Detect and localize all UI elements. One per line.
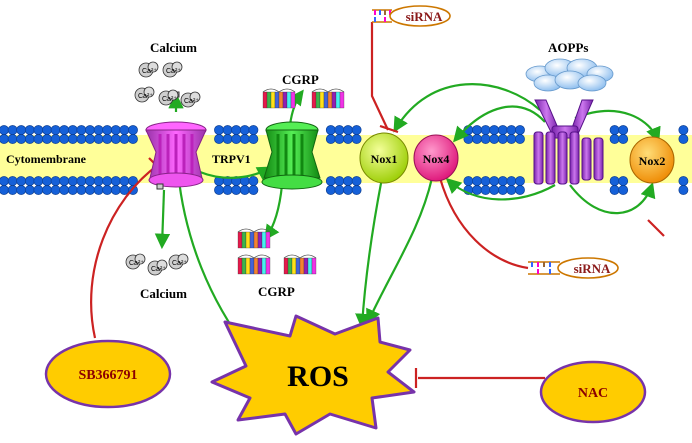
arrow-trpv1-to-cgrp-channel xyxy=(199,166,273,181)
ion-symbol: Ca²⁺ xyxy=(138,93,153,100)
cgrp-peptides-top xyxy=(262,88,345,109)
ion-symbol: Ca²⁺ xyxy=(151,266,166,273)
nac-label: NAC xyxy=(578,386,608,401)
arrow-aopps-to-nox1 xyxy=(393,83,541,133)
sb366791-oval: SB366791 xyxy=(44,339,172,409)
nox1-enzyme: Nox1 xyxy=(359,132,409,184)
lipid-heads xyxy=(0,125,689,195)
nox4-enzyme: Nox4 xyxy=(413,134,459,182)
aopps-label: AOPPs xyxy=(548,40,588,55)
arrow-receptor-to-nox2-loop xyxy=(569,182,656,215)
calcium-top-label: Calcium xyxy=(150,40,197,55)
nox1-label: Nox1 xyxy=(371,152,398,166)
sirna-top: siRNA xyxy=(372,5,451,27)
ion-symbol: Ca²⁺ xyxy=(142,68,157,75)
arrow-receptor-to-nox4-loop xyxy=(445,177,556,201)
arrow-aopps-to-nox4 xyxy=(452,105,546,143)
cytomembrane-label: Cytomembrane xyxy=(6,152,87,166)
inhibit-sirna-nox4 xyxy=(438,177,529,270)
nac-oval: NAC xyxy=(539,360,647,424)
activation-arrows xyxy=(154,83,661,351)
arrow-receptor-to-nox2 xyxy=(574,109,661,143)
ros-label: ROS xyxy=(287,360,349,393)
inhibit-mark-nox2-loop xyxy=(647,219,665,237)
ion-symbol: Ca²⁺ xyxy=(129,260,144,267)
trpv1-channel xyxy=(145,91,207,190)
inhibit-sb366791-trpv1 xyxy=(90,164,159,339)
ion-symbol: Ca²⁺ xyxy=(172,260,187,267)
ion-symbol: Ca²⁺ xyxy=(162,96,177,103)
arrow-nox1-to-ros xyxy=(355,177,384,330)
cgrp-release-channel xyxy=(261,121,323,190)
arrow-nox4-to-ros xyxy=(366,177,434,325)
arrow-cgrp-vesicles xyxy=(264,184,284,241)
inhibit-sirna-nox1 xyxy=(370,22,389,131)
sirna-bottom: siRNA xyxy=(528,257,619,279)
arrow-calcium-release xyxy=(154,189,171,250)
trpv1-label: TRPV1 xyxy=(212,152,251,166)
inhibit-bar-nox1 xyxy=(379,124,399,134)
ion-symbol: Ca²⁺ xyxy=(184,98,199,105)
nox2-label: Nox2 xyxy=(639,154,666,168)
sb366791-label: SB366791 xyxy=(78,368,137,383)
ros-burst: ROS xyxy=(210,314,416,436)
sirna-top-label: siRNA xyxy=(406,9,443,24)
calcium-ions-bottom: Ca²⁺ Ca²⁺ Ca²⁺ xyxy=(125,253,189,276)
nox2-enzyme: Nox2 xyxy=(629,136,675,184)
aopps-cloud xyxy=(525,58,614,92)
nox4-label: Nox4 xyxy=(423,152,450,166)
sirna-bottom-label: siRNA xyxy=(574,261,611,276)
cgrp-top-label: CGRP xyxy=(282,72,319,87)
calcium-bottom-label: Calcium xyxy=(140,286,187,301)
cgrp-bottom-label: CGRP xyxy=(258,284,295,299)
cgrp-peptides-bottom xyxy=(237,228,317,275)
calcium-ions-top: Ca²⁺ Ca²⁺ Ca²⁺ Ca²⁺ Ca²⁺ xyxy=(134,61,201,108)
ion-symbol: Ca²⁺ xyxy=(166,68,181,75)
aopps-receptor xyxy=(533,99,604,185)
